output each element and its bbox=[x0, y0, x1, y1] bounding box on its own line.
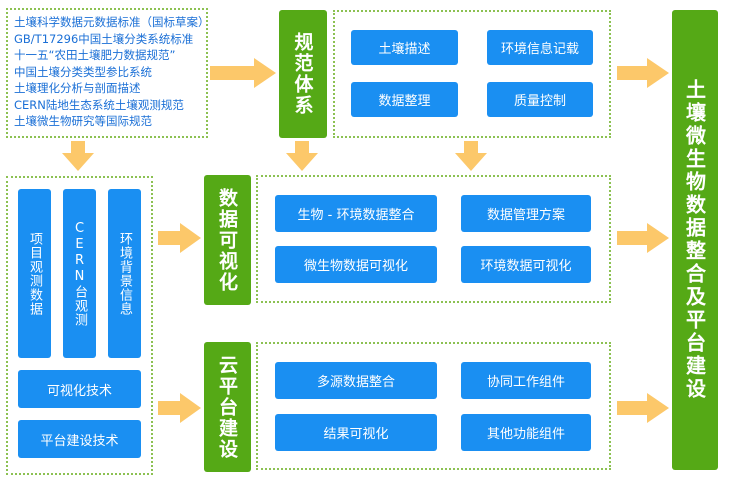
cloud-title: 云平台建设 bbox=[204, 342, 251, 472]
source-column: 项目观测数据 bbox=[18, 189, 51, 358]
sources-box bbox=[6, 176, 153, 475]
arrow-down-icon bbox=[62, 141, 94, 171]
source-column: CERN台观测 bbox=[63, 189, 96, 358]
goal-title: 土壤微生物数据整合及平台建设 bbox=[672, 10, 718, 470]
arrow-right-icon bbox=[158, 223, 201, 253]
cloud-item: 结果可视化 bbox=[275, 414, 437, 451]
arrow-right-icon bbox=[617, 58, 669, 88]
standard-item: 中国土壤分类类型参比系统 bbox=[14, 64, 152, 79]
arrow-right-icon bbox=[210, 58, 276, 88]
norm-title: 规范体系 bbox=[279, 10, 327, 138]
standard-item: 土壤科学数据元数据标准（国标草案） bbox=[14, 15, 210, 29]
arrow-down-icon bbox=[286, 141, 318, 171]
norm-box bbox=[333, 10, 611, 138]
cloud-item: 其他功能组件 bbox=[461, 414, 591, 451]
norm-item: 数据整理 bbox=[351, 82, 458, 117]
tech-item: 可视化技术 bbox=[18, 370, 141, 408]
norm-item: 环境信息记载 bbox=[487, 30, 593, 65]
source-column: 环境背景信息 bbox=[108, 189, 141, 358]
standard-item: 土壤微生物研究等国际规范 bbox=[14, 114, 152, 128]
norm-item: 质量控制 bbox=[487, 82, 593, 117]
arrow-down-icon bbox=[455, 141, 487, 171]
viz-item: 微生物数据可视化 bbox=[275, 246, 437, 283]
cloud-box bbox=[256, 342, 611, 470]
viz-title: 数据可视化 bbox=[204, 175, 251, 305]
standard-item: 十一五“农田土壤肥力数据规范” bbox=[14, 48, 176, 62]
standard-item: CERN陆地生态系统土壤观测规范 bbox=[14, 97, 184, 112]
standard-item: GB/T17296中国土壤分类系统标准 bbox=[14, 31, 194, 46]
standards-box: 土壤科学数据元数据标准（国标草案） GB/T17296中国土壤分类系统标准 十一… bbox=[6, 8, 210, 138]
norm-item: 土壤描述 bbox=[351, 30, 458, 65]
viz-item: 环境数据可视化 bbox=[461, 246, 591, 283]
viz-box bbox=[256, 175, 611, 303]
arrow-right-icon bbox=[617, 223, 669, 253]
viz-item: 数据管理方案 bbox=[461, 195, 591, 232]
standard-item: 土壤理化分析与剖面描述 bbox=[14, 81, 141, 95]
cloud-item: 多源数据整合 bbox=[275, 362, 437, 399]
viz-item: 生物 - 环境数据整合 bbox=[275, 195, 437, 232]
cloud-item: 协同工作组件 bbox=[461, 362, 591, 399]
arrow-right-icon bbox=[158, 393, 201, 423]
arrow-right-icon bbox=[617, 393, 669, 423]
tech-item: 平台建设技术 bbox=[18, 420, 141, 458]
